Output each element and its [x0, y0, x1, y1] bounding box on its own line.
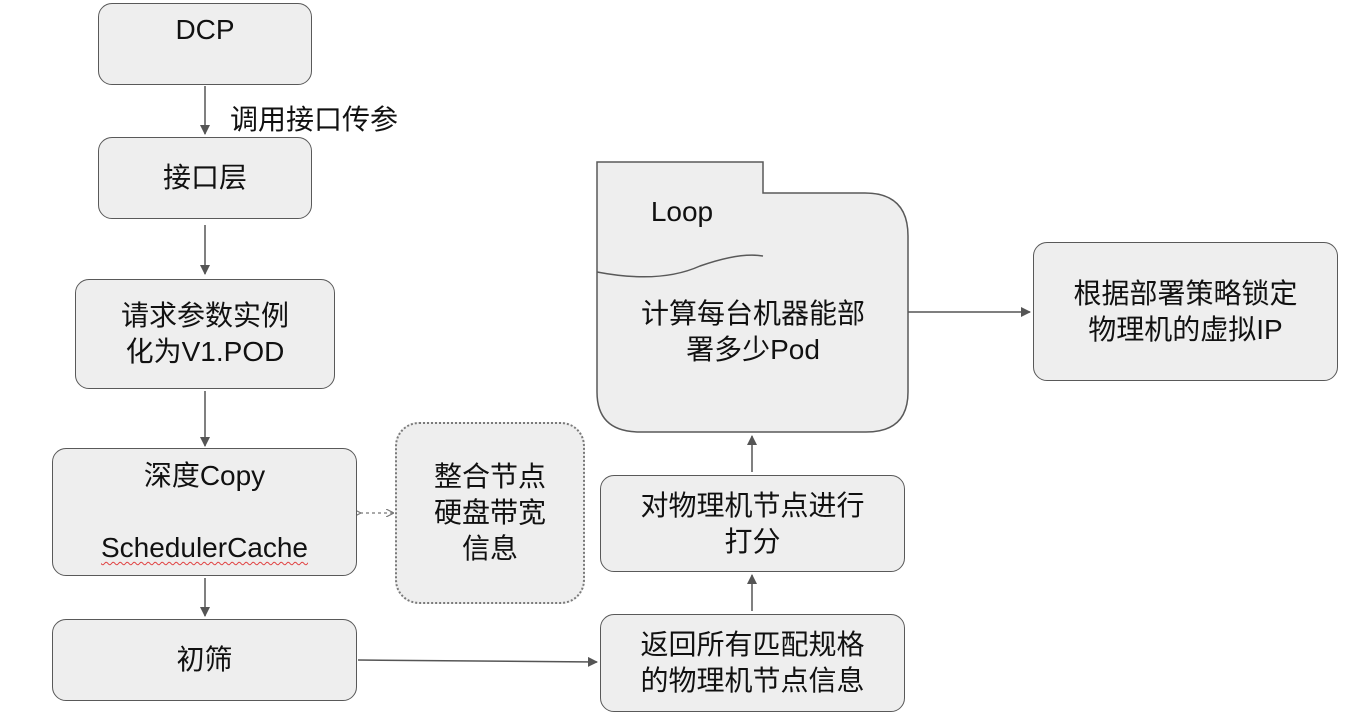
- node-instantiate-pod: 请求参数实例 化为V1.POD: [75, 279, 335, 389]
- node-dcp-label: DCP: [175, 14, 235, 45]
- edge-prefilter-to-return: [357, 656, 598, 667]
- node-return-matching-nodes-label: 返回所有匹配规格 的物理机节点信息: [640, 629, 865, 696]
- node-merge-disk-bandwidth: 整合节点 硬盘带宽 信息: [395, 422, 585, 604]
- node-dcp: DCP: [98, 3, 312, 85]
- node-instantiate-pod-label: 请求参数实例 化为V1.POD: [120, 300, 289, 367]
- node-deep-copy-label-line2: SchedulerCache: [100, 532, 309, 563]
- loop-tag-wave: [596, 254, 764, 278]
- node-interface-layer-label: 接口层: [162, 162, 247, 193]
- loop-body-label: 计算每台机器能部 署多少Pod: [640, 298, 865, 365]
- node-lock-virtual-ip-label: 根据部署策略锁定 物理机的虚拟IP: [1073, 277, 1298, 345]
- node-deep-copy-label-line1: 深度Copy: [143, 460, 266, 491]
- node-return-matching-nodes: 返回所有匹配规格 的物理机节点信息: [600, 614, 905, 712]
- node-deep-copy-cache: 深度Copy SchedulerCache: [52, 448, 357, 576]
- node-prefilter-label: 初筛: [176, 644, 233, 675]
- node-score-nodes-label: 对物理机节点进行 打分: [640, 489, 865, 557]
- node-interface-layer: 接口层: [98, 137, 312, 219]
- node-lock-virtual-ip: 根据部署策略锁定 物理机的虚拟IP: [1033, 242, 1338, 381]
- node-prefilter: 初筛: [52, 619, 357, 701]
- node-merge-disk-bandwidth-label: 整合节点 硬盘带宽 信息: [433, 461, 546, 564]
- loop-tag-label: Loop: [650, 196, 714, 227]
- edge-label-call-interface: 调用接口传参: [230, 104, 399, 135]
- loop-node-shape: [596, 161, 909, 433]
- node-score-nodes: 对物理机节点进行 打分: [600, 475, 905, 572]
